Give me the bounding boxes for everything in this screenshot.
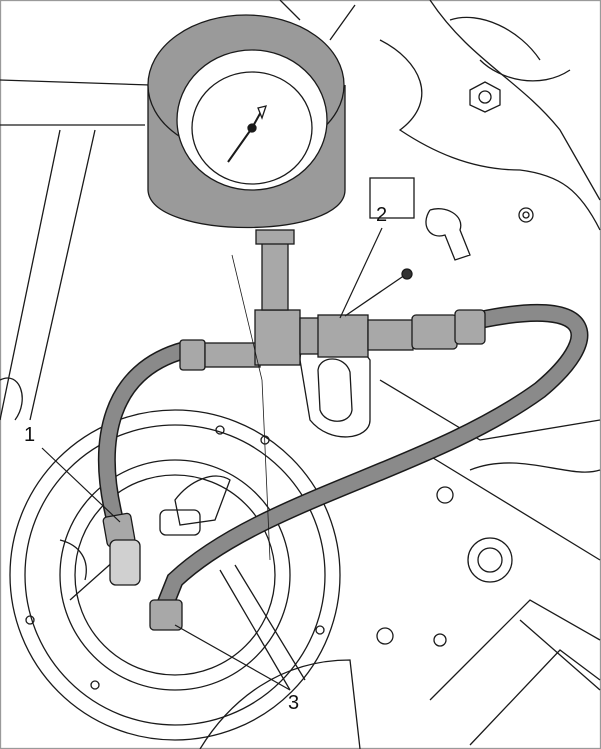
callout-1: 1 xyxy=(24,424,36,446)
pressure-gauge xyxy=(147,14,346,561)
callout-3: 3 xyxy=(288,692,300,714)
fuel-pump-flange xyxy=(9,409,341,741)
hose-fittings xyxy=(102,229,486,631)
gauge-hose xyxy=(97,303,589,614)
callout-leaders xyxy=(41,227,383,691)
callout-2: 2 xyxy=(376,204,388,226)
